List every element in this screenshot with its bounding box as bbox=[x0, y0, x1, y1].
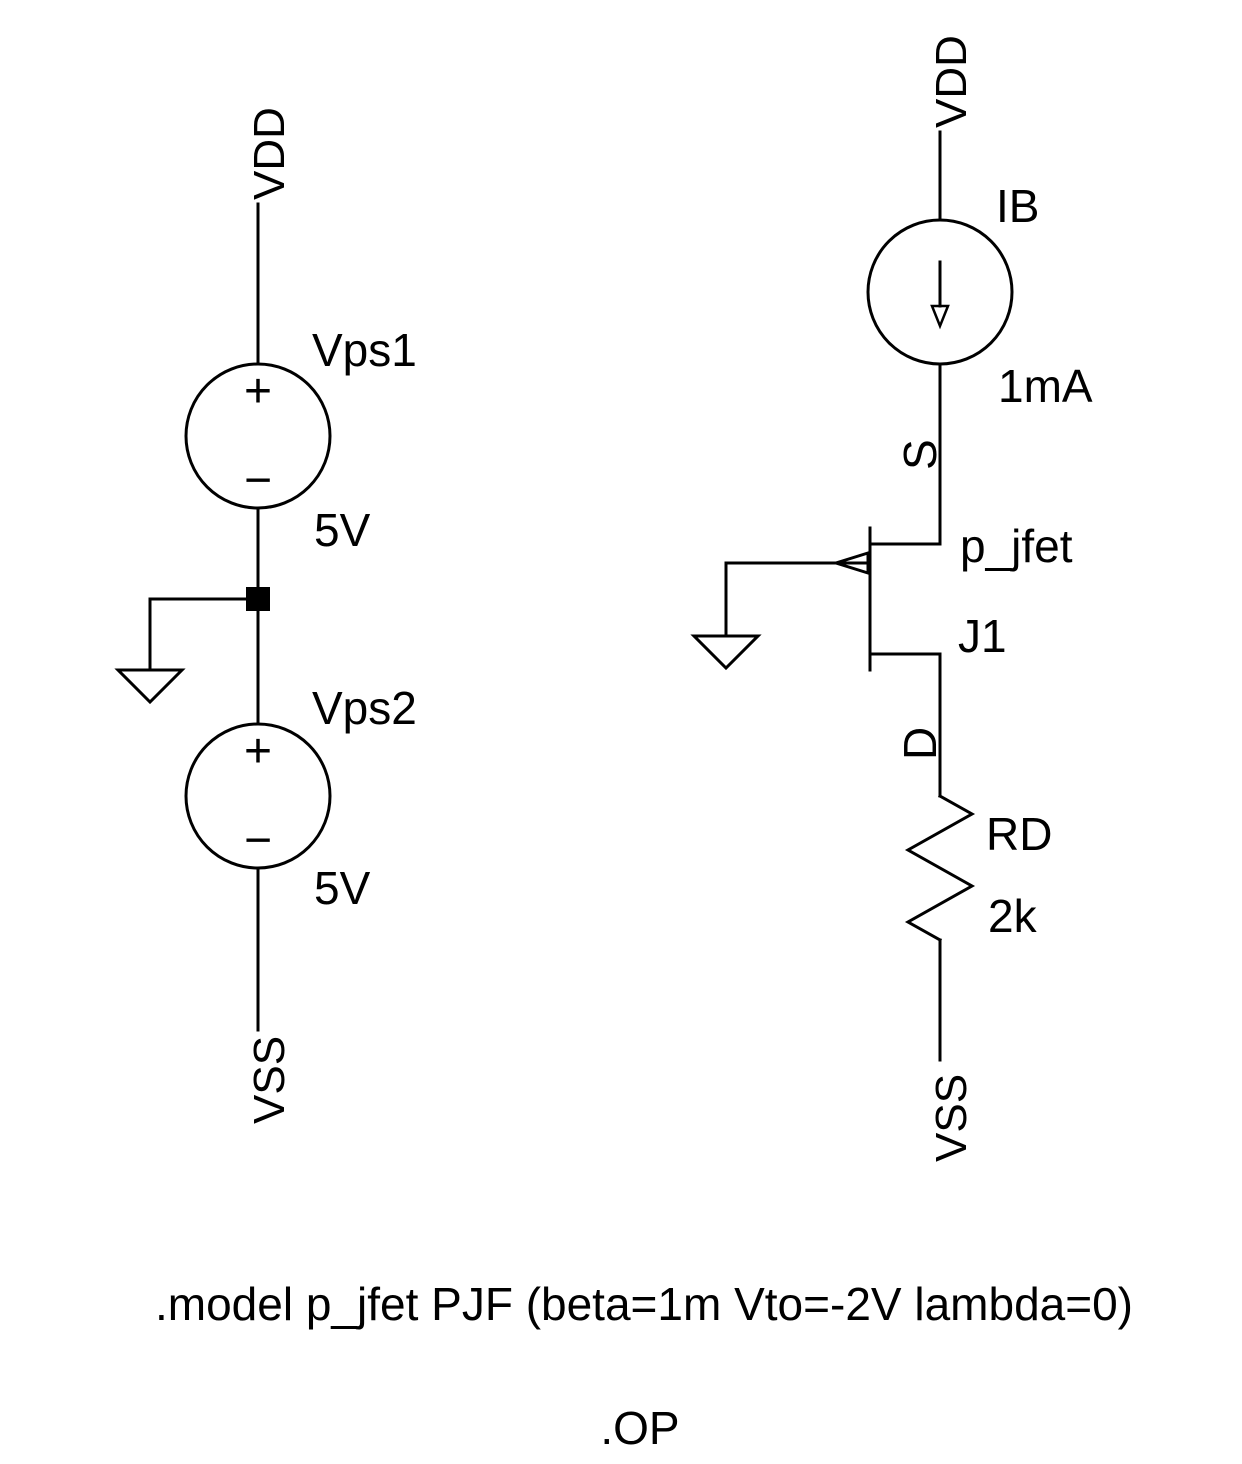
ib-name: IB bbox=[996, 180, 1039, 232]
ib-arrow-head bbox=[930, 304, 950, 330]
voltage-source-vps1[interactable]: + − bbox=[184, 362, 332, 510]
vps1-value: 5V bbox=[314, 504, 371, 556]
rd-name: RD bbox=[986, 808, 1052, 860]
net-label-vdd-left: VDD bbox=[245, 107, 294, 200]
vps1-name: Vps1 bbox=[312, 324, 417, 376]
voltage-source-vps2[interactable]: + − bbox=[184, 722, 332, 870]
wire-drain-rd bbox=[868, 652, 942, 798]
source-node-label: S bbox=[894, 439, 946, 470]
vps2-minus-sign: − bbox=[244, 814, 272, 867]
jfet-j1[interactable] bbox=[830, 526, 872, 672]
ib-value: 1mA bbox=[998, 360, 1093, 412]
net-label-vdd-right: VDD bbox=[927, 35, 976, 128]
wire-gate-ground bbox=[724, 561, 838, 636]
resistor-rd[interactable] bbox=[904, 793, 976, 943]
rd-value: 2k bbox=[988, 890, 1038, 942]
vps2-value: 5V bbox=[314, 862, 371, 914]
supply-circuit: VDD + − Vps1 5V + − Vps2 5V VSS bbox=[114, 107, 417, 1124]
jfet-circuit: VDD IB 1mA S p_jfet J1 D RD bbox=[690, 35, 1093, 1162]
net-label-vss-left: VSS bbox=[245, 1036, 294, 1124]
jfet-name: J1 bbox=[958, 610, 1007, 662]
model-directive[interactable]: .model p_jfet PJF (beta=1m Vto=-2V lambd… bbox=[155, 1278, 1133, 1330]
wire-to-ground-left bbox=[148, 597, 248, 670]
vps1-plus-sign: + bbox=[244, 365, 272, 418]
op-directive[interactable]: .OP bbox=[600, 1402, 679, 1454]
ground-symbol-left bbox=[114, 668, 186, 705]
vps2-plus-sign: + bbox=[244, 725, 272, 778]
drain-node-label: D bbox=[894, 727, 946, 760]
current-source-ib[interactable] bbox=[866, 218, 1014, 366]
jfet-gate-arrow bbox=[830, 550, 870, 576]
vps1-minus-sign: − bbox=[244, 454, 272, 507]
jfet-model-label: p_jfet bbox=[960, 520, 1073, 572]
ground-symbol-right bbox=[690, 634, 762, 671]
vps2-name: Vps2 bbox=[312, 682, 417, 734]
junction-dot bbox=[246, 587, 270, 611]
net-label-vss-right: VSS bbox=[927, 1074, 976, 1162]
rd-symbol bbox=[904, 793, 976, 943]
wire-ib-source bbox=[868, 362, 942, 546]
